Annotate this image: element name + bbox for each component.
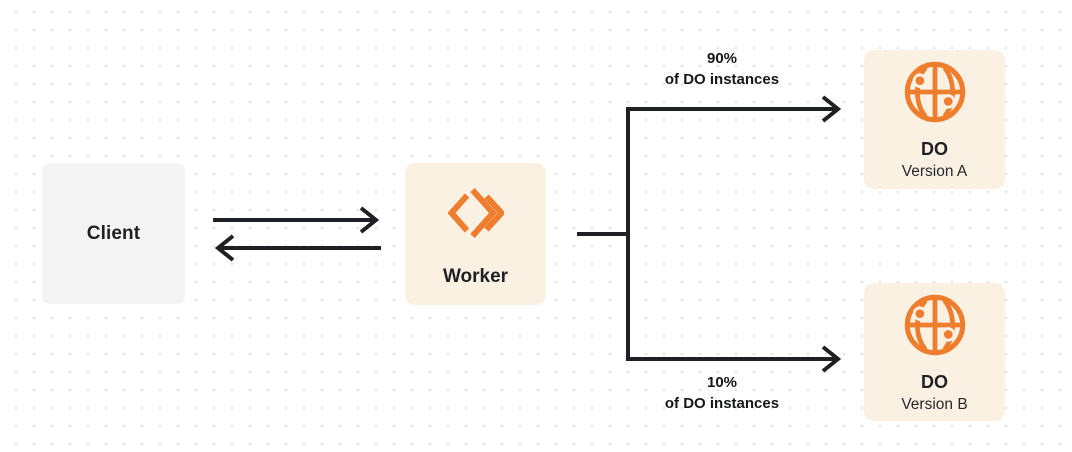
split-bottom-caption: of DO instances	[664, 395, 780, 412]
do-b-title: DO	[921, 372, 948, 392]
durable-object-globe-icon	[901, 291, 969, 359]
branch-arrow-version-b	[626, 345, 842, 373]
split-top-percent: 90%	[706, 50, 738, 67]
worker-label: Worker	[442, 266, 509, 287]
worker-node: Worker	[405, 163, 546, 305]
split-label-90-percent: 90% of DO instances	[622, 48, 822, 90]
do-a-title: DO	[921, 139, 948, 159]
traffic-split-connector	[577, 95, 842, 373]
client-label: Client	[86, 222, 141, 244]
do-version-b-node: DO Version B	[864, 283, 1005, 421]
durable-object-globe-icon	[901, 58, 969, 126]
split-label-10-percent: 10% of DO instances	[622, 372, 822, 414]
response-arrow-left	[214, 234, 381, 262]
do-version-a-node: DO Version A	[864, 50, 1005, 189]
request-arrow-right	[213, 206, 380, 234]
client-node: Client	[42, 163, 185, 304]
do-a-subtitle: Version A	[901, 163, 968, 180]
cloudflare-workers-icon	[448, 186, 504, 240]
client-worker-arrows	[213, 206, 381, 262]
split-top-caption: of DO instances	[664, 71, 780, 88]
do-b-subtitle: Version B	[901, 396, 968, 413]
split-bottom-percent: 10%	[706, 374, 738, 391]
branch-arrow-version-a	[626, 95, 842, 123]
